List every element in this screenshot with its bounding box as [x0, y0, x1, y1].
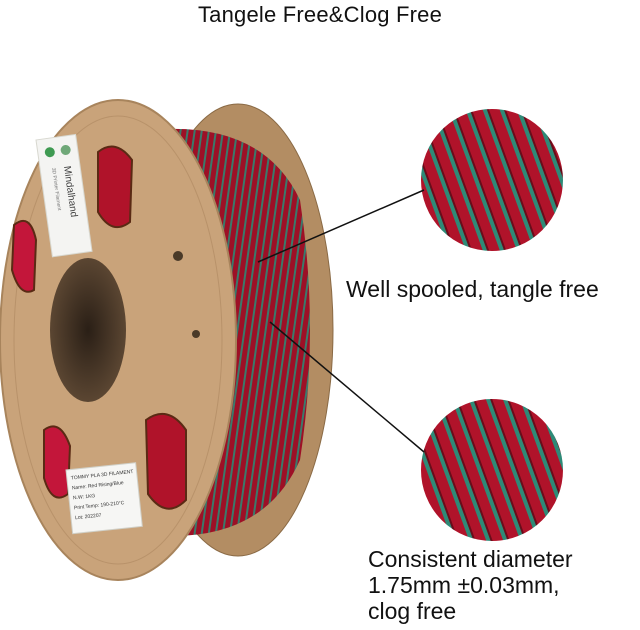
flange-window-bottom	[43, 425, 72, 499]
label-line-5: Lot: 202207	[75, 513, 102, 522]
leaf-icon	[44, 147, 55, 158]
label-line-3: N.W: 1KG	[73, 493, 96, 501]
zoom-circle-tangle-free	[420, 108, 564, 252]
callout-line-2: 1.75mm ±0.03mm,	[368, 572, 560, 598]
leader-line-2	[269, 321, 425, 453]
recycle-icon	[60, 144, 71, 155]
label-line-4: Print Temp: 190-210°C	[74, 500, 125, 511]
callout-line-1: Consistent diameter	[368, 546, 573, 572]
leader-line-1	[257, 189, 425, 263]
product-label: TOMMY PLA 3D FILAMENT Name: Red Rising/B…	[65, 462, 143, 535]
callout-tangle-free: Well spooled, tangle free	[346, 276, 599, 302]
page-title: Tangele Free&Clog Free	[197, 2, 443, 27]
flange-window-right	[144, 412, 187, 510]
flange-window-top	[97, 145, 134, 229]
callout-line-3: clog free	[368, 598, 457, 624]
spool-hub-hole	[50, 258, 126, 402]
flange-window-left	[10, 220, 38, 293]
brand-label: Mindalhand 3D Printer Filament	[35, 133, 93, 258]
zoom-circle-clog-free	[420, 398, 564, 542]
label-line-2: Name: Red Rising/Blue	[72, 480, 125, 491]
callout-clog-free: Consistent diameter 1.75mm ±0.03mm, clog…	[368, 546, 573, 624]
